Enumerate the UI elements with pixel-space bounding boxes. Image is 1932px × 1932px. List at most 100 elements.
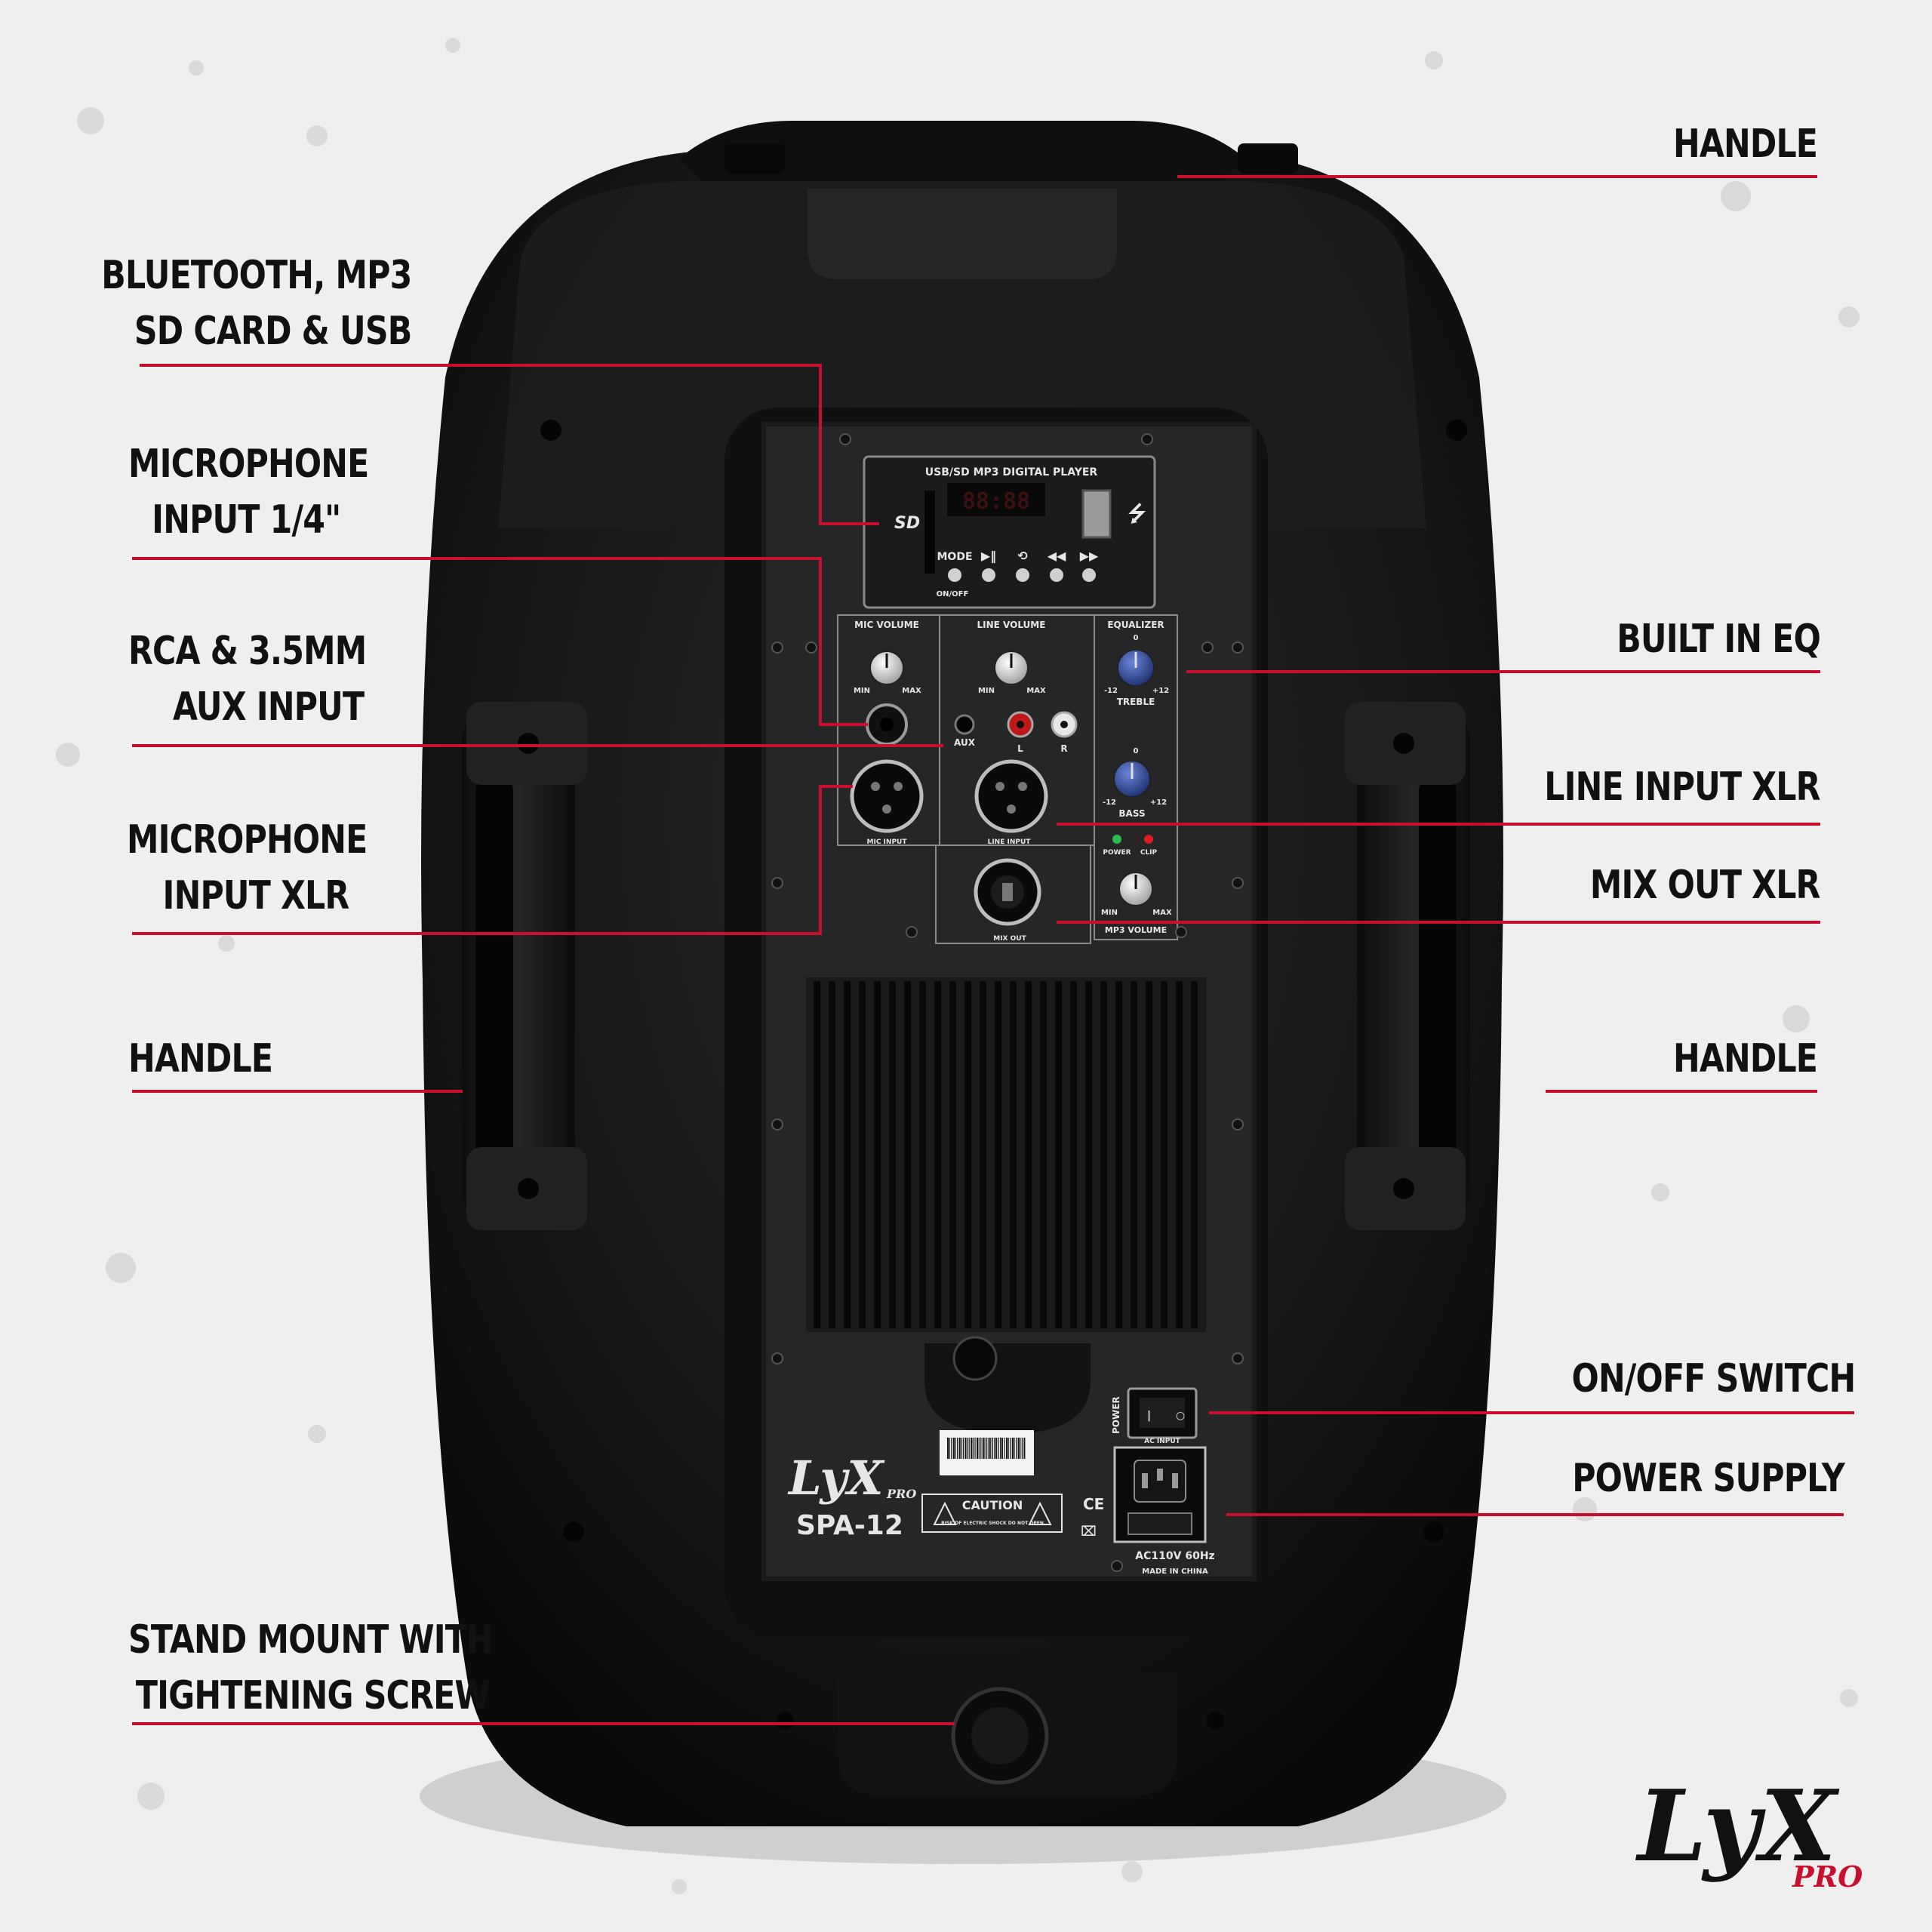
power-led-label: POWER <box>1103 849 1131 857</box>
barcode-bar <box>1016 1438 1017 1459</box>
callout-handle-top-text: HANDLE <box>1672 122 1818 167</box>
line-xlr-jack[interactable] <box>974 759 1048 833</box>
barcode-bar <box>1000 1438 1002 1459</box>
barcode-bar <box>964 1438 967 1459</box>
mode-button[interactable] <box>948 568 961 582</box>
heatsink-fin <box>1146 981 1152 1328</box>
ac-input-label: AC INPUT <box>1144 1438 1180 1445</box>
mic-volume-label: MIC VOLUME <box>854 620 919 630</box>
barcode-bar <box>996 1438 998 1459</box>
barcode-bar <box>1001 1438 1003 1459</box>
callout-line-eq <box>1186 670 1820 673</box>
usb-port[interactable] <box>1081 489 1112 539</box>
barcode-bar <box>957 1438 958 1459</box>
callout-line-power-supply <box>1226 1513 1844 1516</box>
barcode-bar <box>1006 1438 1008 1459</box>
callout-power-supply: POWER SUPPLY <box>1572 1451 1845 1506</box>
callout-mic-xlr: MICROPHONE INPUT XLR <box>127 812 368 924</box>
treble-plus-label: +12 <box>1152 687 1169 695</box>
mic-max-label: MAX <box>902 687 921 695</box>
bass-plus-label: +12 <box>1150 798 1167 807</box>
barcode-bar <box>984 1438 986 1459</box>
callout-mic-quarter-line2: INPUT 1/4" <box>152 497 341 543</box>
power-led <box>1112 835 1121 844</box>
previous-button[interactable] <box>1050 568 1063 582</box>
repeat-icon: ⟲ <box>1017 549 1028 563</box>
callout-bluetooth-line1: BLUETOOTH, MP3 <box>100 253 412 298</box>
body-screws <box>540 420 1467 1730</box>
line-min-label: MIN <box>978 687 995 695</box>
barcode-bar <box>967 1438 968 1459</box>
callout-handle-left-text: HANDLE <box>128 1036 273 1081</box>
heatsink-fin <box>844 981 851 1328</box>
callout-line-handle-left <box>132 1090 463 1093</box>
top-handle <box>679 121 1298 279</box>
heatsink-fin <box>1191 981 1198 1328</box>
sd-card-slot[interactable] <box>924 491 935 574</box>
mp3-player-title: USB/SD MP3 DIGITAL PLAYER <box>925 466 1098 478</box>
made-in-label: MADE IN CHINA <box>1142 1567 1208 1576</box>
callout-line-mic-xlr-v <box>819 785 822 935</box>
heatsink-fin <box>874 981 881 1328</box>
mic-xlr-jack[interactable] <box>850 759 924 833</box>
callout-line-mic-xlr-h <box>132 932 820 935</box>
aux-jack[interactable] <box>954 714 975 735</box>
callout-line-bluetooth-h <box>140 364 820 367</box>
callout-line-rca <box>132 744 943 747</box>
clip-led <box>1144 835 1153 844</box>
model-number: SPA-12 <box>796 1510 903 1541</box>
mic-input-label: MIC INPUT <box>867 838 908 846</box>
background-texture <box>56 38 1860 1894</box>
play-pause-icon: ▶‖ <box>981 549 996 564</box>
heatsink-fin <box>1131 981 1137 1328</box>
mix-out-label: MIX OUT <box>993 935 1026 943</box>
heatsink-fin <box>1070 981 1077 1328</box>
callout-line-mic-xlr-end <box>819 785 853 788</box>
barcode-bar <box>982 1438 984 1459</box>
callout-mic-quarter-line1: MICROPHONE <box>128 441 369 487</box>
barcode-bar <box>980 1438 982 1459</box>
barcode-bar <box>977 1438 978 1459</box>
panel-screws <box>771 433 1244 1572</box>
barcode-label <box>940 1430 1034 1475</box>
callout-rca: RCA & 3.5MM AUX INPUT <box>128 623 367 735</box>
line-input-label: LINE INPUT <box>988 838 1032 846</box>
callout-line-mic-quarter-h <box>132 557 820 560</box>
barcode-bar <box>986 1438 988 1459</box>
fuse-drawer[interactable] <box>1128 1512 1192 1535</box>
callout-line-line-xlr <box>1057 823 1820 826</box>
heatsink-fin <box>859 981 866 1328</box>
left-handle <box>462 702 587 1230</box>
heatsink-fin <box>934 981 941 1328</box>
port-knob <box>952 1336 998 1381</box>
heatsink-fin <box>919 981 926 1328</box>
barcode-bar <box>1008 1438 1009 1459</box>
next-button[interactable] <box>1082 568 1096 582</box>
barcode-bar <box>992 1438 993 1459</box>
callout-bluetooth-line2: SD CARD & USB <box>134 309 411 354</box>
mp3-max-label: MAX <box>1152 909 1172 917</box>
callout-handle-right-text: HANDLE <box>1672 1036 1818 1081</box>
barcode-bar <box>1023 1438 1026 1459</box>
panel-brand-sub: PRO <box>886 1487 916 1501</box>
heatsink-fin <box>1100 981 1107 1328</box>
heatsink-fin <box>1115 981 1122 1328</box>
callout-mic-xlr-line2: INPUT XLR <box>162 873 350 918</box>
next-icon: ▶▶ <box>1080 549 1099 563</box>
play-pause-button[interactable] <box>982 568 995 582</box>
callout-power-supply-text: POWER SUPPLY <box>1572 1456 1845 1501</box>
power-switch-on: | <box>1147 1410 1151 1422</box>
callout-stand-mount: STAND MOUNT WITH TIGHTENING SCREW <box>128 1612 494 1724</box>
callout-rca-line1: RCA & 3.5MM <box>128 629 367 674</box>
mp3-display-digits: 88:88 <box>962 488 1030 515</box>
callout-mic-xlr-line1: MICROPHONE <box>127 817 368 863</box>
repeat-button[interactable] <box>1016 568 1029 582</box>
heatsink-fin <box>1176 981 1183 1328</box>
heatsink-fin <box>980 981 986 1328</box>
heatsink-fin <box>904 981 911 1328</box>
right-handle <box>1345 702 1470 1230</box>
mp3-player-module: USB/SD MP3 DIGITAL PLAYER 88:88 SD ⭍ MOD… <box>863 455 1156 609</box>
barcode-bar <box>972 1438 974 1459</box>
treble-zero-label: 0 <box>1134 634 1139 642</box>
